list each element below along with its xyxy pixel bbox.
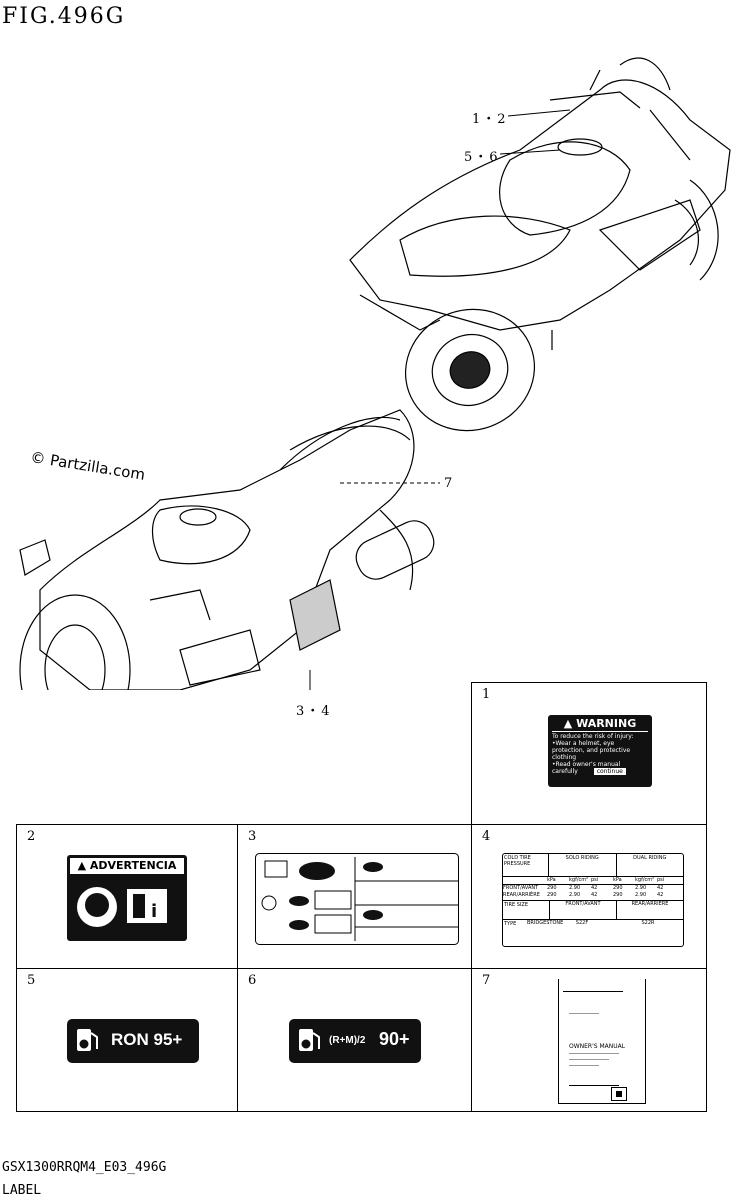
warning-title: ▲ WARNING: [563, 717, 637, 730]
cell-number: 2: [27, 829, 36, 844]
callout-1-2: 1・2: [472, 112, 508, 127]
cell-number: 3: [248, 829, 257, 844]
label-cell-7: 7 OWNER'S MANUAL: [471, 968, 707, 1112]
label-cell-4: 4 COLD TIRE PRESSURE SOLO RIDING DUAL RI…: [471, 824, 707, 969]
manual-title: OWNER'S MANUAL: [569, 1043, 626, 1050]
advertencia-label: ▲ ADVERTENCIA i: [67, 855, 187, 941]
load-label: [255, 853, 459, 945]
cell-number: 7: [482, 973, 491, 988]
callout-3-4: 3・4: [296, 704, 332, 719]
tire-size-row: TIRE SIZE FRONT/AVANT REAR/ARRIÈRE: [503, 901, 683, 920]
cell-number: 6: [248, 973, 257, 988]
motorcycle-illustrations: [19, 57, 731, 690]
motorcycle-top-view: [349, 57, 731, 432]
tire-pressure-label: COLD TIRE PRESSURE SOLO RIDING DUAL RIDI…: [502, 853, 684, 947]
label-cell-6: 6 (R+M)/2 90+: [237, 968, 473, 1112]
tire-header-row: COLD TIRE PRESSURE SOLO RIDING DUAL RIDI…: [503, 854, 683, 877]
manual-warning-icon: [611, 1087, 627, 1101]
fuel-label-ron: RON 95+: [67, 1019, 199, 1063]
cell-number: 5: [27, 973, 36, 988]
fuel-rating-value: 90+: [379, 1029, 410, 1049]
figure-label: LABEL: [2, 1183, 42, 1198]
label-cell-3: 3: [237, 824, 473, 969]
label-cell-2: 2 ▲ ADVERTENCIA i: [16, 824, 238, 969]
callout-5-6: 5・6: [464, 150, 500, 165]
cell-number: 4: [482, 829, 491, 844]
fuel-pump-icon: [77, 1029, 98, 1051]
tire-type-row: TYPE BRIDGESTONE S22F S22R: [504, 920, 655, 927]
callout-7: 7: [444, 476, 455, 491]
motorcycle-icon: [299, 862, 335, 880]
leader-lines: [309, 109, 571, 690]
label-cell-5: 5 RON 95+: [16, 968, 238, 1112]
fuel-label-rm: (R+M)/2 90+: [289, 1019, 421, 1063]
book-icon: [264, 860, 288, 878]
warning-text: To reduce the risk of injury: •Wear a he…: [552, 733, 634, 775]
warning-label: ▲ WARNING To reduce the risk of injury: …: [548, 715, 652, 787]
cell-number: 1: [482, 687, 491, 702]
helmet-and-manual-icons: i: [77, 887, 167, 927]
svg-text:i: i: [151, 901, 157, 922]
fuel-octane-text: RON 95+: [111, 1030, 183, 1049]
motorcycle-side-view: [19, 409, 435, 690]
owners-manual-label: OWNER'S MANUAL: [558, 979, 646, 1104]
label-cell-1: 1 ▲ WARNING To reduce the risk of injury…: [471, 682, 707, 825]
figure-code: GSX1300RRQM4_E03_496G: [2, 1160, 167, 1175]
figure-title: FIG.496G: [2, 4, 126, 29]
fuel-pump-icon: [299, 1029, 320, 1051]
advertencia-title: ▲ ADVERTENCIA: [70, 858, 184, 874]
fuel-rating-prefix: (R+M)/2: [329, 1035, 366, 1046]
